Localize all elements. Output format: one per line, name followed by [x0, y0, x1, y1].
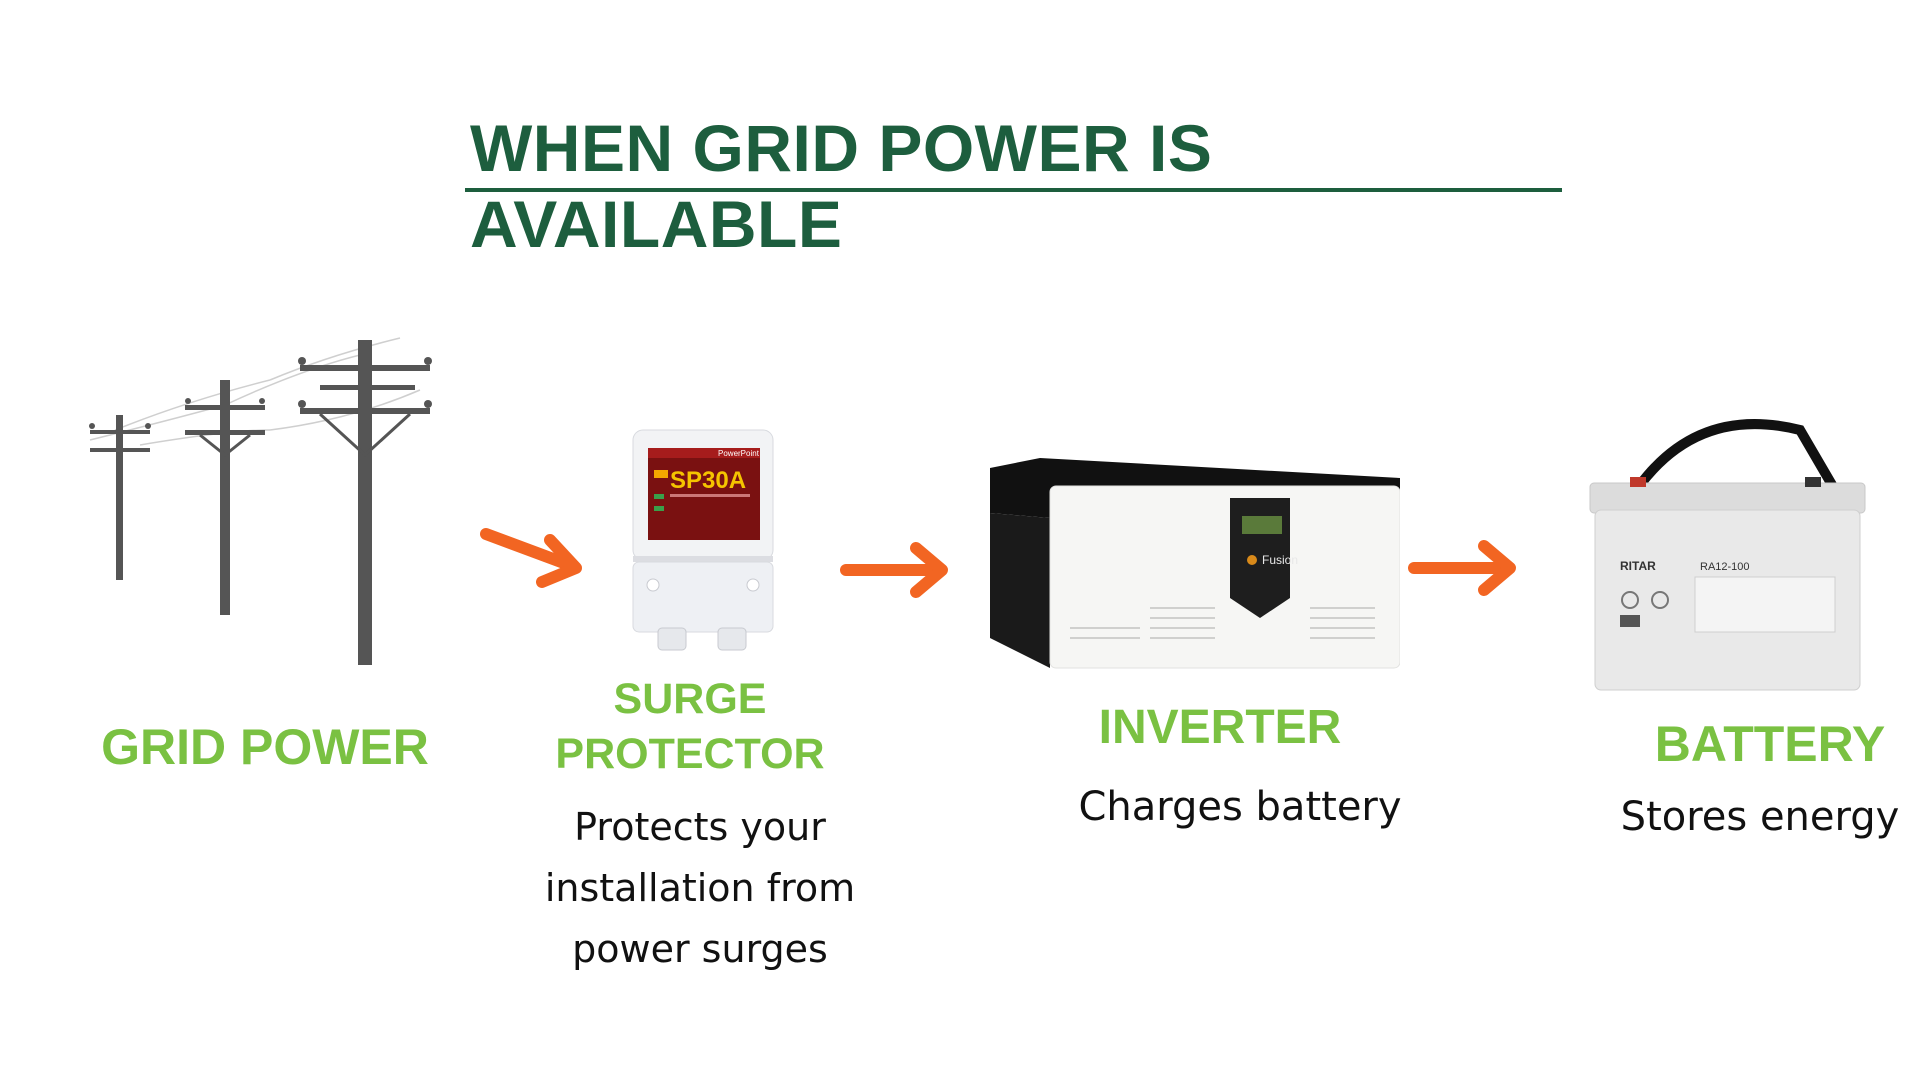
stage-label-battery: BATTERY: [1654, 716, 1886, 772]
page-title: WHEN GRID POWER IS AVAILABLE: [470, 111, 1213, 261]
arrow-right-icon: [480, 520, 590, 590]
surge-protector-image: PowerPoint SP30A: [628, 428, 778, 653]
stage-label-inverter: INVERTER: [1098, 701, 1342, 754]
inverter-brand-text: Fusion: [1262, 553, 1298, 567]
stage-desc-surge-protector: Protects your installation from power su…: [544, 805, 856, 971]
device-model-text: SP30A: [670, 467, 746, 494]
arrow-right-icon: [840, 540, 955, 600]
stage-desc-battery: Stores energy: [1620, 794, 1900, 840]
power-poles-icon: [80, 330, 450, 670]
stage-desc-inverter: Charges battery: [1078, 784, 1402, 830]
brand-text: PowerPoint: [718, 449, 760, 458]
arrow-right-icon: [1408, 538, 1523, 598]
stage-label-grid-power: GRID POWER: [101, 719, 429, 775]
battery-image: RITAR RA12-100: [1580, 405, 1870, 695]
inverter-image: Fusion: [990, 458, 1400, 678]
title-underline: [465, 188, 1562, 192]
battery-brand-text: RITAR: [1620, 559, 1656, 573]
stage-label-surge-protector: SURGE PROTECTOR: [555, 675, 825, 779]
battery-model-text: RA12-100: [1700, 561, 1750, 573]
